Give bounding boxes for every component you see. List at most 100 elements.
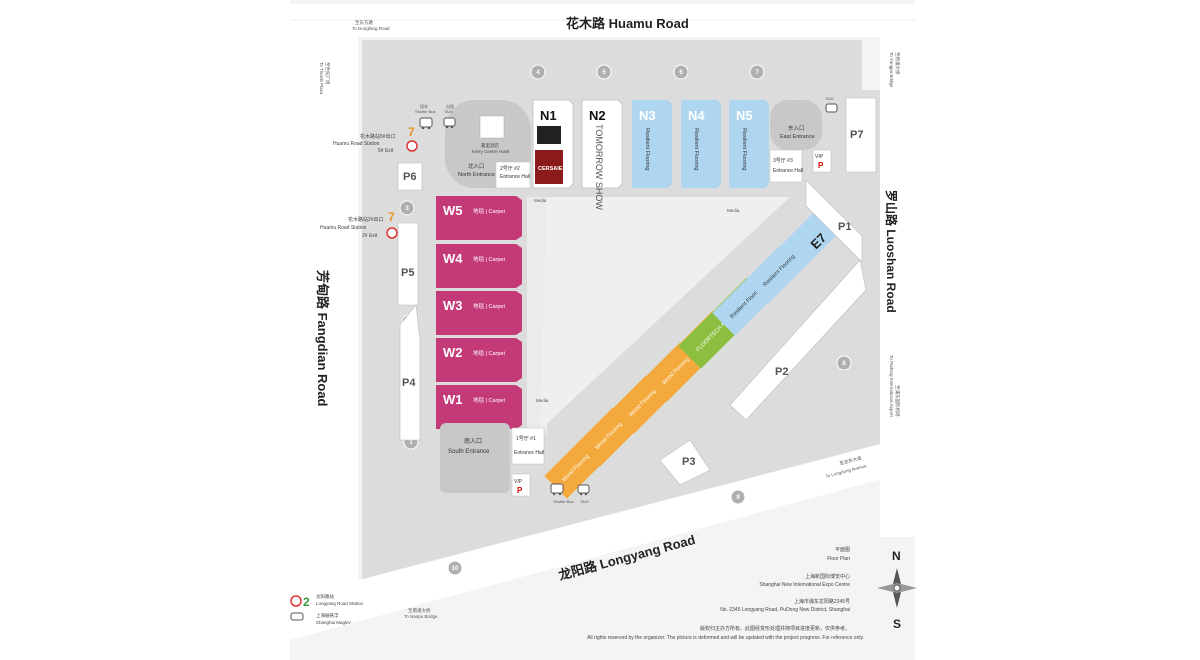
- gate-number: 8: [842, 361, 846, 367]
- media-label: Media: [536, 398, 549, 403]
- metro-longyang: 2 龙阳路站 Longyang Road Station 上海磁悬浮 Shang…: [290, 593, 364, 625]
- hall-id: W4: [443, 251, 463, 266]
- metro-huamu-2-exit: 2# Exit: [362, 233, 378, 239]
- parking-p6[interactable]: P6: [397, 162, 423, 191]
- parking-label: P4: [402, 377, 416, 389]
- taxi-cn: 出租: [446, 103, 454, 109]
- entrance-hall-2[interactable]: 2号厅 #2 Entrance Hall: [495, 161, 531, 189]
- bus-icon: [419, 117, 433, 130]
- hall-id: N3: [639, 108, 656, 123]
- hall-id: W1: [443, 392, 463, 407]
- venue-en: Shanghai New International Expo Centre: [759, 582, 850, 588]
- gate-9[interactable]: 9: [730, 489, 746, 505]
- hall-w1[interactable]: W1 地毯 | Carpet: [436, 385, 522, 429]
- gate-number: 4: [536, 70, 540, 76]
- compass: N S: [877, 549, 917, 631]
- parking-label: P3: [682, 456, 695, 468]
- entrance-hall-3[interactable]: 3号厅 #3 Entrance Hall: [769, 149, 803, 183]
- gate-number: 7: [755, 70, 759, 76]
- to-yangpu-en: To Yangpu Bridge: [889, 52, 894, 88]
- hall-category: Resilient Flooring: [693, 128, 699, 171]
- gate-3[interactable]: 3: [399, 200, 415, 216]
- fangdian-road: [290, 37, 358, 597]
- gate-10[interactable]: 10: [447, 560, 463, 576]
- address-cn: 上海市浦东龙阳路2345号: [794, 598, 850, 605]
- parking-label: P1: [838, 221, 851, 233]
- maglev-cn: 上海磁悬浮: [316, 612, 339, 619]
- gate-number: 5: [602, 70, 606, 76]
- to-pudong-airport-en: To Pudong International Airport: [889, 355, 894, 418]
- taxi-en: TAXI: [444, 109, 453, 114]
- media-label: Media: [534, 198, 547, 203]
- metro-longyang-cn: 龙阳路站: [316, 593, 334, 600]
- metro-line-7: 7: [388, 210, 395, 224]
- parking-p3[interactable]: P3: [659, 439, 711, 486]
- svg-text:P: P: [517, 486, 523, 495]
- hall-category: 地毯 | Carpet: [473, 207, 505, 215]
- compass-north: N: [892, 549, 901, 563]
- gate-number: 3: [405, 206, 409, 212]
- hall-brand: CERSAIE: [538, 166, 563, 172]
- hall-category: 地毯 | Carpet: [473, 255, 505, 263]
- hall-id: N1: [540, 108, 557, 123]
- hall-category: 地毯 | Carpet: [473, 349, 505, 357]
- parking-label: P5: [401, 267, 414, 279]
- gate-5[interactable]: 5: [596, 64, 612, 80]
- gate-number: 10: [452, 566, 459, 572]
- metro-icon: [406, 140, 418, 152]
- hotel: 嘉里酒店 Kerry Centre Hotel: [472, 115, 509, 154]
- entrance-hall-3-en: Entrance Hall: [773, 168, 803, 174]
- metro-huamu-5-exit: 5# Exit: [378, 148, 394, 154]
- venue-info: 平面图 Floor Plan 上海新国际博览中心 Shanghai New In…: [587, 547, 864, 641]
- hall-category: 地毯 | Carpet: [473, 396, 505, 404]
- to-nanpu-cn: 至南浦大桥: [408, 607, 431, 614]
- entrance-hall-1[interactable]: 1号厅 #1 Entrance Hall: [511, 427, 545, 465]
- entrance-hall-1-en: Entrance Hall: [514, 450, 544, 456]
- maglev-en: Shanghai Maglev: [316, 620, 352, 625]
- hall-w4[interactable]: W4 地毯 | Carpet: [436, 244, 522, 288]
- east-entrance[interactable]: 东入口 East Entrance: [770, 100, 822, 150]
- huamu-road-label: 花木路 Huamu Road: [566, 16, 689, 31]
- gate-6[interactable]: 6: [673, 64, 689, 80]
- north-entrance-cn: 北入口: [468, 162, 485, 170]
- hall-category: Resilient Flooring: [644, 128, 650, 171]
- east-entrance-cn: 东入口: [788, 124, 805, 132]
- gate-4[interactable]: 4: [530, 64, 546, 80]
- shuttle-en: Shuttle Bus: [415, 109, 435, 114]
- metro-line-7: 7: [408, 125, 415, 139]
- parking-p5[interactable]: P5: [397, 222, 419, 306]
- bus-icon: [550, 483, 564, 496]
- gate-7[interactable]: 7: [749, 64, 765, 80]
- hall-category: Resilient Flooring: [741, 128, 747, 171]
- south-entrance[interactable]: 南入口 South Entrance: [440, 423, 510, 493]
- to-dongfang-cn: 至东方路: [355, 19, 373, 26]
- gate-8[interactable]: 8: [836, 355, 852, 371]
- taxi-en: TAXI: [825, 96, 834, 101]
- parking-p1[interactable]: P1: [805, 179, 863, 263]
- hall-brand: TOMORROW SHOW: [594, 124, 604, 210]
- gate-number: 9: [736, 495, 740, 501]
- floor-plan-en: Floor Plan: [827, 556, 850, 562]
- shuttle-cn: 班车: [420, 103, 428, 109]
- entrance-hall-1-cn: 1号厅 #1: [516, 436, 536, 442]
- hotel-cn: 嘉里酒店: [481, 142, 499, 149]
- metro-icon: [386, 227, 398, 239]
- venue-cn: 上海新国际博览中心: [805, 573, 850, 580]
- vip-label: VIP: [815, 154, 824, 160]
- parking-p4[interactable]: P4: [399, 304, 421, 441]
- parking-label: P6: [403, 171, 416, 183]
- parking-label: P7: [850, 129, 863, 141]
- parking-p7[interactable]: P7: [845, 97, 877, 173]
- shuttle-en: Shuttle Bus: [553, 499, 573, 504]
- parking-p2[interactable]: P2: [729, 259, 867, 421]
- taxi-icon: [577, 484, 590, 496]
- metro-huamu-2-en: Huamu Road Station: [320, 225, 367, 231]
